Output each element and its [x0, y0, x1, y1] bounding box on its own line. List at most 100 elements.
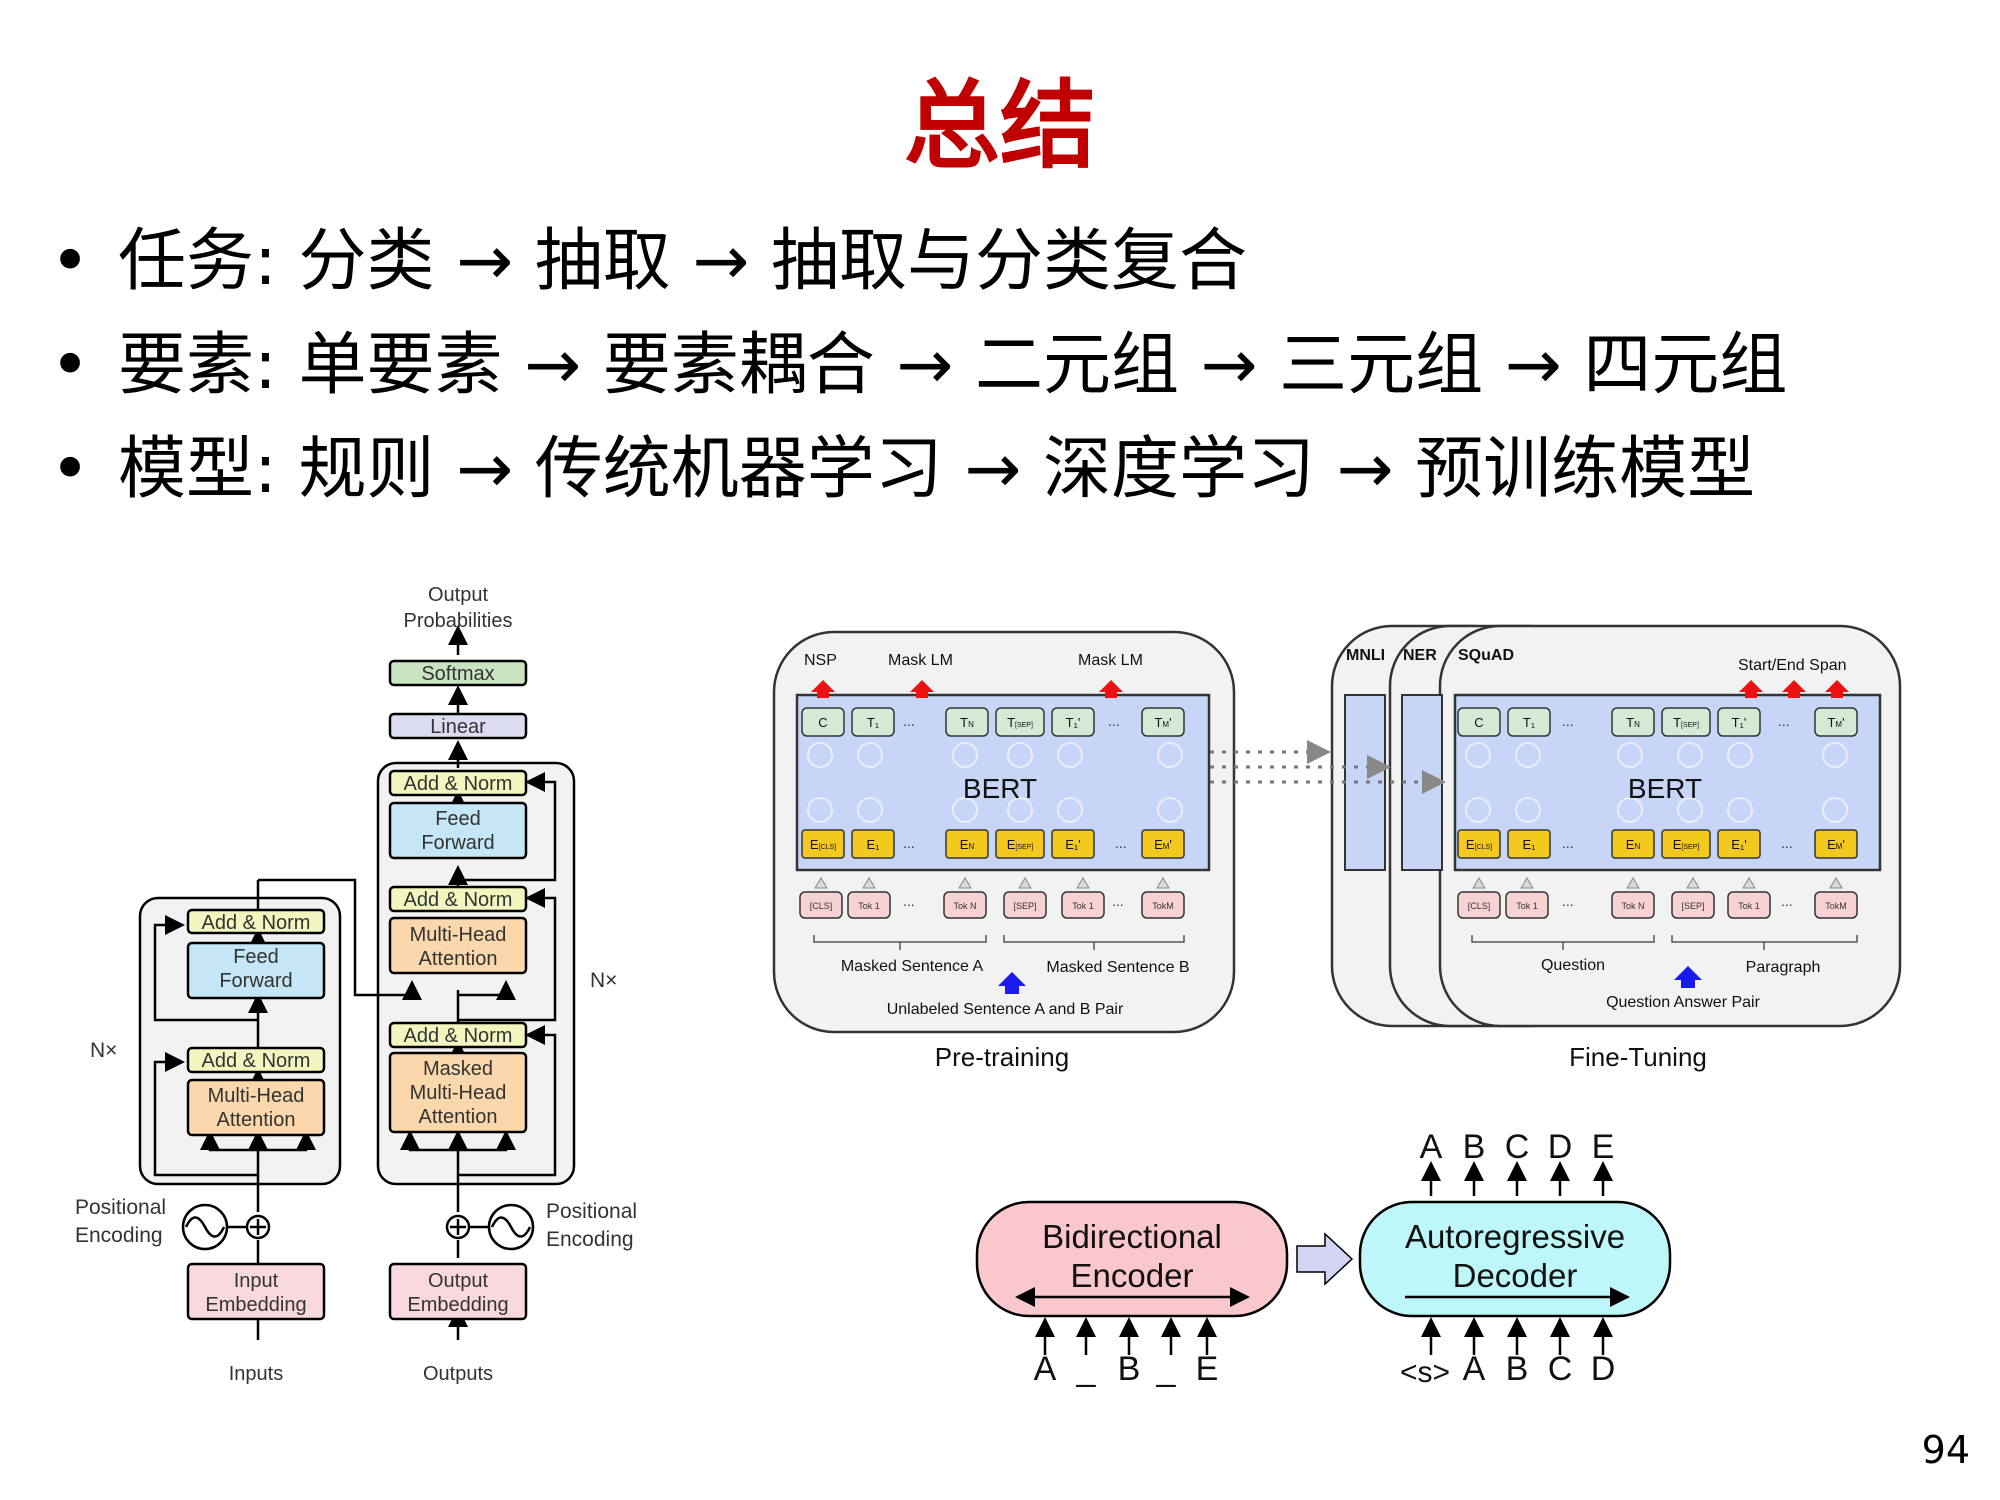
enc-in-2: B: [1118, 1350, 1141, 1388]
pt-out-t1: [851, 707, 895, 737]
pt-tok-cls: [799, 891, 843, 919]
pt-emb-sep: [995, 829, 1045, 859]
svg-text:E₁: E₁: [866, 837, 880, 852]
dec-mha-line1: Multi-Head: [410, 924, 507, 946]
pt-emb-1: [851, 829, 895, 859]
ft-out-t1: [1507, 707, 1551, 737]
dec-mha-line2: Attention: [419, 948, 498, 970]
ft-out-ellipsis-2: ...: [1778, 713, 1790, 729]
decoder-line1: Autoregressive: [1405, 1218, 1625, 1255]
mlm-label-1: Mask LM: [888, 652, 953, 669]
ft-out-tm: [1814, 707, 1858, 737]
ft-emb-ellipsis-2: ...: [1781, 835, 1793, 851]
enc-feed-forward: [186, 941, 326, 1000]
dec-in-0: <s>: [1400, 1356, 1450, 1389]
dec-pos-line1: Positional: [546, 1200, 637, 1223]
span-label: Start/End Span: [1738, 657, 1847, 674]
pt-bert-label: BERT: [963, 773, 1037, 804]
pair-arrow-ft: [1674, 966, 1702, 988]
encoder-line1: Bidirectional: [1042, 1218, 1222, 1255]
pt-tok-m-label: TokM: [1152, 901, 1174, 911]
enc-add-norm-bottom: [186, 1046, 326, 1074]
svg-text:E₁: E₁: [1522, 837, 1536, 852]
pt-emb-1p: [1051, 829, 1095, 859]
svg-text:C: C: [1474, 715, 1483, 730]
ft-tok-sep: [1671, 891, 1715, 919]
enc-ff-line2: Forward: [219, 970, 292, 992]
page-number: 94: [1921, 1428, 1970, 1472]
pair-arrow-pt: [998, 972, 1026, 994]
enc-multi-head-attention: [186, 1078, 326, 1137]
encoder-line2: Encoder: [1071, 1257, 1194, 1294]
pt-emb-n: [945, 829, 989, 859]
linear-box: [388, 712, 528, 740]
finetuning-caption: Fine-Tuning: [1569, 1042, 1707, 1072]
ft-tok-m: [1814, 891, 1858, 919]
ft-out-t1p: [1717, 707, 1761, 737]
enc-in-4: E: [1196, 1350, 1219, 1388]
ft-emb-sep: [1661, 829, 1711, 859]
pt-emb-ellipsis-2: ...: [1115, 835, 1127, 851]
input-embedding: [186, 1262, 326, 1321]
ft-out-tsep: [1661, 707, 1711, 737]
dec-add-norm-bottom: [388, 1021, 528, 1049]
output-emb-line2: Embedding: [407, 1294, 508, 1316]
sentence-a-label: Masked Sentence A: [841, 958, 984, 975]
nsp-arrow: [811, 680, 835, 698]
softmax-box: [388, 659, 528, 687]
bullet-elements: 要素: 单要素 → 要素耦合 → 二元组 → 三元组 → 四元组: [50, 314, 1787, 418]
dec-out-4: E: [1592, 1128, 1615, 1166]
summary-bullets: 任务: 分类 → 抽取 → 抽取与分类复合 要素: 单要素 → 要素耦合 → 二…: [50, 210, 1787, 522]
span-arrow-3: [1825, 680, 1849, 698]
pt-tok-cls-label: [CLS]: [810, 901, 833, 911]
ft-out-tn: [1611, 707, 1655, 737]
output-prob-line1: Output: [428, 584, 488, 606]
enc-nx-label: N×: [90, 1039, 117, 1062]
autoregressive-decoder-box: [1358, 1200, 1672, 1318]
ft-tok-sep-label: [SEP]: [1681, 901, 1704, 911]
pt-tok-m: [1141, 891, 1185, 919]
pt-tok-n: [943, 891, 987, 919]
ft-out-ellipsis-1: ...: [1562, 713, 1574, 729]
dec-in-2: B: [1506, 1350, 1529, 1388]
pt-out-tsep: [995, 707, 1045, 737]
masked-line1: Masked: [423, 1058, 493, 1080]
svg-text:T₁: T₁: [867, 715, 880, 730]
dec-in-3: C: [1548, 1350, 1573, 1388]
ft-tok-1: [1505, 891, 1549, 919]
ft-pair-label: Question Answer Pair: [1606, 994, 1761, 1011]
masked-line2: Multi-Head: [410, 1082, 507, 1104]
output-prob-line2: Probabilities: [404, 610, 513, 632]
dec-add-norm-bottom-label: Add & Norm: [404, 1025, 513, 1047]
dec-add-norm-top-label: Add & Norm: [404, 773, 513, 795]
dec-out-3: D: [1548, 1128, 1573, 1166]
ft-tok-cls-label: [CLS]: [1468, 901, 1491, 911]
bullet-model: 模型: 规则 → 传统机器学习 → 深度学习 → 预训练模型: [50, 418, 1787, 522]
enc-in-1: _: [1076, 1350, 1097, 1388]
dec-in-4: D: [1591, 1350, 1616, 1388]
dec-ff-line1: Feed: [435, 808, 481, 830]
ft-tok-m-label: TokM: [1825, 901, 1847, 911]
pt-emb-m: [1141, 829, 1185, 859]
mlm-label-2: Mask LM: [1078, 652, 1143, 669]
dec-multi-head-attention: [388, 916, 528, 975]
svg-text:E₁': E₁': [1065, 837, 1081, 852]
pt-tok-1b-label: Tok 1: [1072, 901, 1094, 911]
ft-tok-ellipsis-2: ...: [1781, 893, 1793, 909]
pt-emb-cls: [801, 829, 845, 859]
ft-emb-1p: [1717, 829, 1761, 859]
sentence-b-label: Masked Sentence B: [1046, 959, 1189, 976]
paragraph-label: Paragraph: [1746, 959, 1821, 976]
task-squad: SQuAD: [1458, 647, 1514, 664]
task-ner: NER: [1403, 647, 1437, 664]
pt-tok-n-label: Tok N: [953, 901, 976, 911]
span-arrow-1: [1739, 680, 1763, 698]
ft-tok-n-label: Tok N: [1621, 901, 1644, 911]
enc-add-norm-top: [186, 908, 326, 935]
enc-add-norm-bottom-label: Add & Norm: [202, 1050, 311, 1072]
ft-emb-1: [1507, 829, 1551, 859]
pt-tok-1-label: Tok 1: [858, 901, 880, 911]
svg-text:T₁': T₁': [1066, 715, 1081, 730]
